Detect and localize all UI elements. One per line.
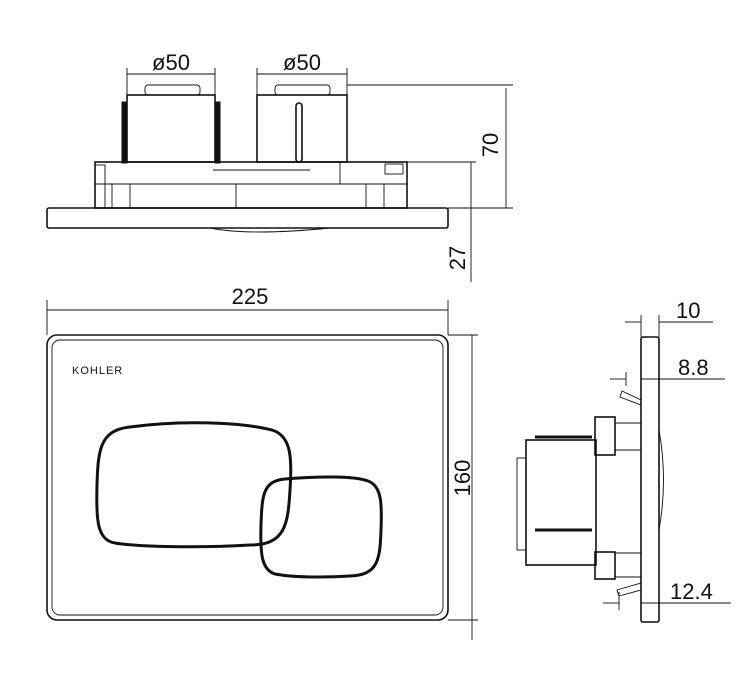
dim-label: ø50 xyxy=(152,50,190,75)
mechanism-body xyxy=(94,161,408,209)
top-view: ø50 ø50 70 27 xyxy=(46,50,513,282)
plate-side-view xyxy=(640,336,660,623)
plate-top-view xyxy=(46,207,449,229)
dim-top-clip: 8.8 xyxy=(610,355,725,386)
half-flush-button[interactable] xyxy=(259,475,383,579)
kohler-logo: KOHLER xyxy=(72,365,123,377)
dim-bottom-clip: 12.4 xyxy=(603,579,731,610)
full-flush-button[interactable] xyxy=(95,421,293,549)
front-view: KOHLER 225 160 xyxy=(46,284,478,640)
dim-label: 225 xyxy=(232,284,269,309)
dim-plate-offset: 27 xyxy=(407,161,476,282)
dim-label: 12.4 xyxy=(670,579,713,604)
dim-width: 225 xyxy=(46,284,449,335)
left-cylinder xyxy=(121,84,221,164)
dim-label: 70 xyxy=(478,133,503,157)
dim-label: 8.8 xyxy=(678,355,709,380)
dim-front-height: 160 xyxy=(448,334,478,640)
dim-height: 70 xyxy=(347,84,513,209)
right-cylinder xyxy=(256,84,348,163)
button-curve xyxy=(209,227,331,233)
dim-label: 160 xyxy=(450,460,475,497)
dim-left-diameter: ø50 xyxy=(126,50,216,95)
dim-label: ø50 xyxy=(283,50,321,75)
mechanism-side xyxy=(516,390,642,597)
plate-outline xyxy=(46,334,449,621)
dim-right-diameter: ø50 xyxy=(256,50,348,95)
dim-plate-thickness: 10 xyxy=(625,298,713,337)
side-view: 10 8.8 12.4 xyxy=(516,298,731,623)
dim-label: 27 xyxy=(445,246,470,270)
dim-label: 10 xyxy=(676,298,700,323)
